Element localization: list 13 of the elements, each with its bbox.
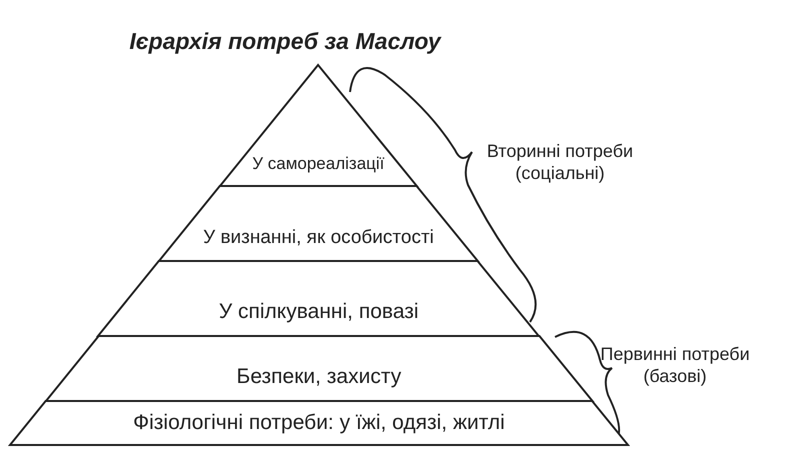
pyramid-level bbox=[46, 336, 592, 401]
title: Ієрархія потреб за Маслоу bbox=[128, 28, 442, 55]
level-text: У спілкуванні, повазі bbox=[218, 300, 420, 324]
pyramid-level bbox=[220, 65, 417, 186]
level-text: У самореалізації bbox=[251, 154, 386, 174]
group-label: Вторинні потреби (соціальні) bbox=[486, 140, 634, 184]
level-text: Фізіологічні потреби: у їжі, одязі, житлі bbox=[132, 411, 506, 435]
pyramid-level bbox=[98, 261, 540, 336]
group-label: Первинні потреби (базові) bbox=[599, 343, 751, 387]
level-text: Безпеки, захисту bbox=[236, 365, 402, 389]
pyramid-level bbox=[159, 186, 478, 261]
pyramid-level bbox=[10, 401, 628, 445]
level-text: У визнанні, як особистості bbox=[202, 227, 435, 249]
